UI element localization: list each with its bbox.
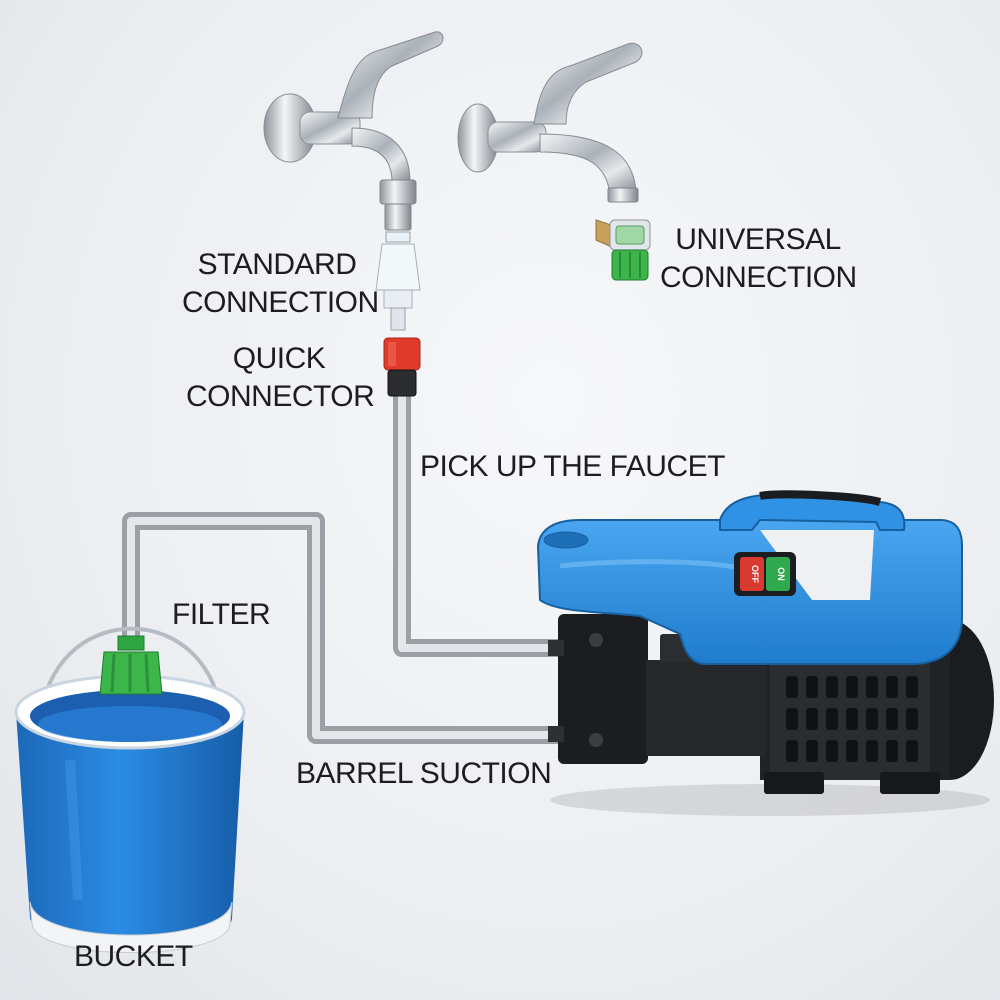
bucket-icon — [14, 626, 246, 953]
label-standard-connection-line1: STANDARD — [197, 248, 357, 281]
label-bucket: BUCKET — [74, 940, 193, 973]
hose-lines — [122, 395, 560, 744]
label-universal-connection: UNIVERSAL CONNECTION — [660, 221, 857, 297]
label-filter: FILTER — [172, 598, 271, 631]
switch-off-label: OFF — [750, 565, 760, 583]
label-universal-connection-line2: CONNECTION — [660, 261, 857, 294]
power-switch[interactable]: OFF ON — [734, 552, 796, 596]
quick-connector-icon — [383, 337, 421, 397]
filter-cap-icon — [99, 635, 163, 695]
label-quick-connector-line2: CONNECTOR — [186, 380, 375, 413]
switch-on-label: ON — [776, 567, 786, 581]
label-quick-connector: QUICK CONNECTOR — [186, 340, 375, 416]
label-universal-connection-line1: UNIVERSAL — [675, 223, 841, 256]
universal-connector-icon — [595, 219, 651, 281]
label-standard-connection: STANDARD CONNECTION — [182, 246, 379, 322]
faucet-hose-pipe — [393, 395, 560, 657]
faucet-left-icon — [263, 31, 444, 331]
faucet-right-icon — [457, 42, 643, 203]
label-quick-connector-line1: QUICK — [232, 342, 326, 375]
vent-slots — [786, 676, 918, 762]
pressure-washer-icon: OFF ON — [536, 490, 994, 816]
label-pick-up-the-faucet: PICK UP THE FAUCET — [420, 450, 725, 483]
label-standard-connection-line2: CONNECTION — [182, 286, 379, 319]
label-barrel-suction: BARREL SUCTION — [296, 757, 552, 790]
